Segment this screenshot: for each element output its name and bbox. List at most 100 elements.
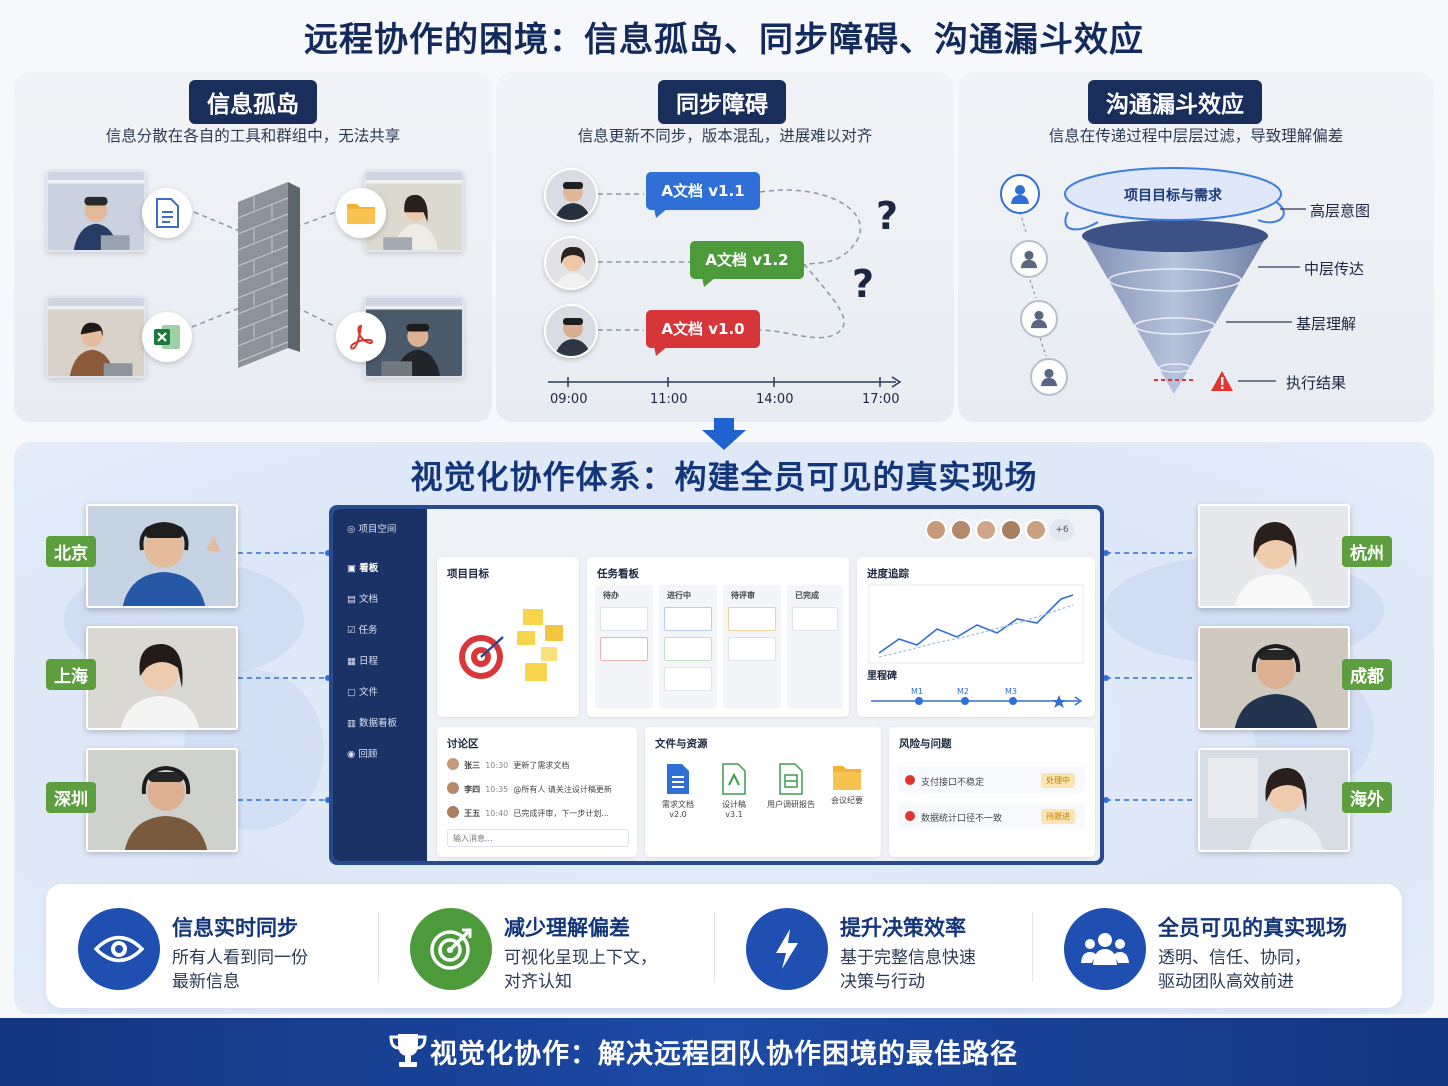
- city-tag-overseas: 海外: [1342, 782, 1392, 813]
- milestone-label: M2: [957, 687, 969, 696]
- milestone-title: 里程碑: [867, 671, 897, 682]
- kanban-card: 任务看板 待办 进行中 待评审 已完成: [587, 557, 849, 717]
- avatar: [447, 805, 459, 818]
- task-card[interactable]: [664, 637, 712, 661]
- file-name: 会议纪要: [831, 796, 863, 805]
- review-icon: ◉: [347, 749, 359, 760]
- avatar[interactable]: [1025, 519, 1047, 541]
- workspace-icon: ◎: [347, 524, 356, 535]
- nav-item-docs[interactable]: ▤ 文档: [347, 591, 378, 605]
- kanban-column: 已完成: [787, 585, 843, 709]
- task-card[interactable]: [728, 607, 776, 631]
- version-tag-v1-0: A文档 v1.0: [646, 310, 760, 348]
- city-tag-hangzhou: 杭州: [1342, 536, 1392, 567]
- workspace-label[interactable]: ◎ 项目空间: [347, 521, 396, 535]
- kanban-column-title: 待办: [603, 591, 619, 600]
- doc-icon: ▤: [347, 594, 359, 605]
- person-icon: [1030, 358, 1068, 396]
- discussion-card: 讨论区 张三 10:30 更新了需求文档 李四 10:35 @所有人 请关注设计…: [437, 727, 637, 857]
- bubble-tail: [654, 346, 668, 356]
- file-version: v2.0: [669, 810, 687, 819]
- spreadsheet-file-icon: [779, 763, 803, 795]
- message-row: 张三 10:30 更新了需求文档: [447, 753, 629, 771]
- panel-tag: 沟通漏斗效应: [1088, 80, 1262, 124]
- task-card[interactable]: [792, 607, 838, 631]
- more-members-badge[interactable]: +6: [1050, 519, 1074, 541]
- task-card[interactable]: [664, 607, 712, 631]
- funnel-level-label: 高层意图: [1310, 202, 1371, 220]
- file-item[interactable]: 会议纪要: [825, 763, 869, 806]
- warning-icon: [1211, 371, 1233, 391]
- nav-item-data-board[interactable]: ▥ 数据看板: [347, 715, 397, 729]
- benefits-bar: [46, 884, 1402, 1008]
- funnel-level-label: 执行结果: [1286, 374, 1347, 392]
- city-tag-beijing: 北京: [46, 536, 96, 567]
- worker-photo: [364, 296, 464, 378]
- down-arrow-icon: [702, 418, 746, 450]
- avatar[interactable]: [925, 519, 947, 541]
- benefit-desc: 基于完整信息快速 决策与行动: [840, 946, 976, 994]
- panel-funnel-effect: 沟通漏斗效应 信息在传递过程中层层过滤，导致理解偏差 项目目标与需求: [958, 72, 1434, 422]
- team-icon: [1064, 908, 1146, 990]
- funnel-level-label: 基层理解: [1296, 315, 1357, 333]
- target-icon: [410, 908, 492, 990]
- footer-banner: [0, 1018, 1448, 1086]
- card-title: 项目目标: [447, 568, 489, 580]
- version-tag-v1-1: A文档 v1.1: [646, 172, 760, 210]
- file-item[interactable]: 用户调研报告: [759, 763, 823, 810]
- nav-label: 任务: [358, 625, 378, 636]
- milestone-label: M1: [911, 687, 923, 696]
- lightning-icon: [746, 908, 828, 990]
- board-icon: ▣: [347, 563, 360, 574]
- worker-photo: [46, 296, 146, 378]
- benefit-title: 全员可见的真实现场: [1158, 916, 1347, 940]
- task-card[interactable]: [600, 637, 648, 661]
- time-label: 14:00: [756, 392, 794, 407]
- task-card[interactable]: [728, 637, 776, 661]
- checkbox-icon: ☑: [347, 625, 359, 636]
- benefit-desc: 所有人看到同一份 最新信息: [172, 946, 308, 994]
- panel-tag: 信息孤岛: [189, 80, 317, 124]
- nav-item-files[interactable]: ▢ 文件: [347, 684, 378, 698]
- silo-connectors: [191, 211, 337, 328]
- divider: [714, 912, 715, 982]
- benefit-line: 最新信息: [172, 972, 240, 992]
- avatar[interactable]: [1000, 519, 1022, 541]
- bar-chart-icon: ▥: [347, 718, 359, 729]
- main-title: 远程协作的困境：信息孤岛、同步障碍、沟通漏斗效应: [304, 20, 1144, 60]
- progress-line-chart: [868, 584, 1084, 708]
- message-text: @所有人 请关注设计稿更新: [513, 785, 612, 794]
- time-label: 09:00: [550, 392, 588, 407]
- panel-subtitle: 信息更新不同步，版本混乱，进展难以对齐: [577, 127, 873, 145]
- avatar[interactable]: [950, 519, 972, 541]
- risk-row[interactable]: 数据统计口径不一致 待跟进: [899, 803, 1085, 829]
- status-badge: 待跟进: [1041, 809, 1075, 824]
- message-input[interactable]: [447, 829, 629, 847]
- nav-item-review[interactable]: ◉ 回顾: [347, 746, 377, 760]
- task-card[interactable]: [664, 667, 712, 691]
- milestone-label: M3: [1005, 687, 1017, 696]
- risks-card: 风险与问题 支付接口不稳定 处理中 数据统计口径不一致 待跟进: [889, 727, 1095, 857]
- brick-wall-icon: [237, 182, 300, 368]
- eye-icon: [78, 908, 160, 990]
- file-item[interactable]: 需求文档 v2.0: [659, 763, 697, 819]
- file-icon: ▢: [347, 687, 359, 698]
- kanban-column-title: 待评审: [731, 591, 755, 600]
- benefit-desc: 透明、信任、协同， 驱动团队高效前进: [1158, 946, 1311, 994]
- benefit-line: 可视化呈现上下文，: [504, 948, 657, 968]
- task-card[interactable]: [600, 607, 648, 631]
- avatar: [544, 304, 598, 358]
- risk-row[interactable]: 支付接口不稳定 处理中: [899, 767, 1085, 793]
- nav-item-kanban[interactable]: ▣ 看板: [347, 560, 378, 574]
- target-icon: [459, 609, 563, 681]
- folder-icon: [336, 188, 386, 238]
- alert-icon: [905, 775, 915, 785]
- message-author: 李四: [464, 785, 481, 794]
- person-icon: [1010, 240, 1048, 278]
- risk-text: 数据统计口径不一致: [921, 814, 1003, 824]
- nav-item-calendar[interactable]: ▦ 日程: [347, 653, 378, 667]
- avatar[interactable]: [975, 519, 997, 541]
- nav-item-tasks[interactable]: ☑ 任务: [347, 622, 378, 636]
- file-item[interactable]: 设计稿 v3.1: [715, 763, 753, 819]
- avatar: [447, 757, 459, 770]
